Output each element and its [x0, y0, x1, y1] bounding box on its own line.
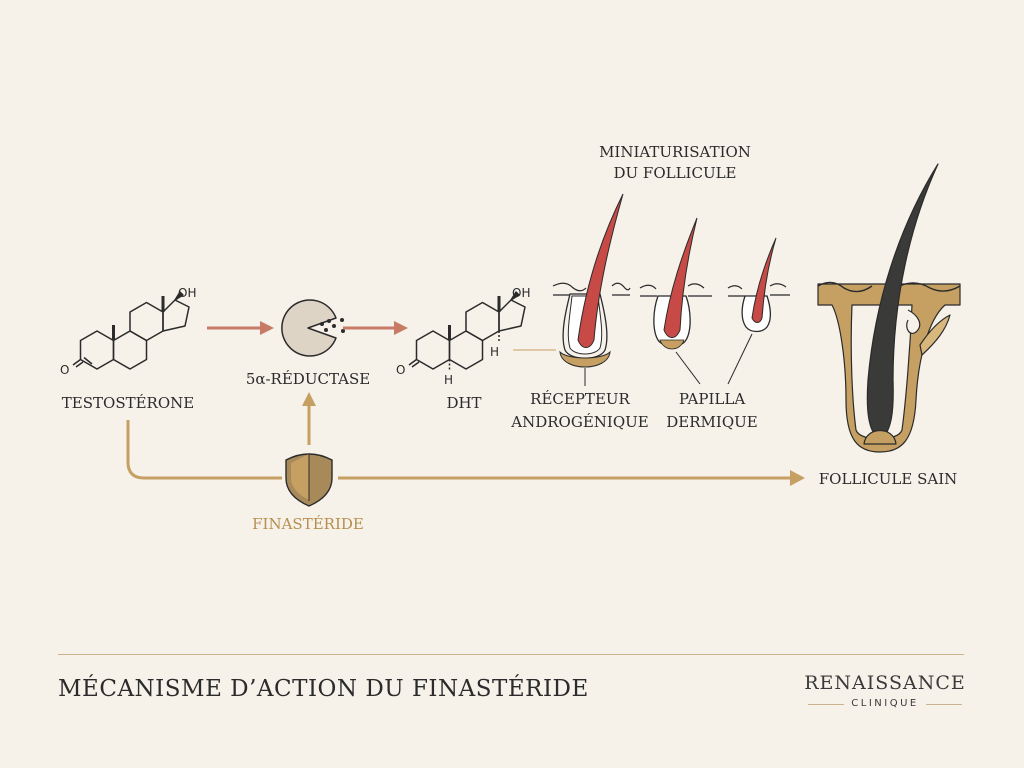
- testosterone-molecule: [72, 291, 190, 370]
- finasteride-arrowhead-up: [302, 392, 316, 406]
- dht-molecule: [408, 291, 526, 370]
- brand-subtitle: CLINIQUE: [800, 698, 970, 709]
- miniaturisation-label-line1: MINIATURISATION: [599, 143, 751, 161]
- brand-rule-right: [926, 704, 962, 705]
- page-title: MÉCANISME D’ACTION DU FINASTÉRIDE: [58, 676, 589, 702]
- mechanism-diagram: O OH TESTOSTÉRONE 5α-RÉDUCTASE O OH H H …: [60, 143, 961, 533]
- dht-label: DHT: [446, 394, 481, 412]
- receptor-label-line2: ANDROGÉNIQUE: [510, 413, 648, 431]
- follicle-large: [559, 193, 624, 368]
- follicle-medium: [653, 217, 698, 350]
- brand-name: RENAISSANCE: [804, 672, 966, 694]
- brand-subtitle-text: CLINIQUE: [851, 698, 919, 709]
- skin-surface: [552, 282, 790, 297]
- reductase-enzyme-icon: [281, 299, 345, 357]
- reductase-label: 5α-RÉDUCTASE: [246, 370, 370, 388]
- footer-divider: [58, 654, 964, 655]
- dht-hydrogen-label-2: H: [444, 373, 453, 387]
- brand-logo: RENAISSANCE CLINIQUE: [800, 672, 970, 709]
- healthy-follicle-label: FOLLICULE SAIN: [819, 470, 958, 488]
- papilla-pointers: [675, 333, 753, 385]
- dht-oxygen-label: O: [396, 363, 405, 377]
- papilla-label-line2: DERMIQUE: [666, 413, 757, 431]
- conversion-arrow-2: [343, 321, 408, 335]
- healthy-follicle: [817, 163, 961, 453]
- brand-rule-left: [808, 704, 844, 705]
- follicle-small: [741, 237, 777, 333]
- dht-hydrogen-label-1: H: [490, 345, 499, 359]
- conversion-arrow-1: [207, 321, 274, 335]
- shield-icon: [285, 453, 333, 507]
- oxygen-atom-label: O: [60, 363, 69, 377]
- finasteride-arrowhead-right: [790, 470, 805, 486]
- papilla-label-line1: PAPILLA: [679, 390, 745, 408]
- receptor-label-line1: RÉCEPTEUR: [530, 390, 630, 408]
- finasteride-pathway: [126, 404, 792, 480]
- miniaturisation-label-line2: DU FOLLICULE: [613, 164, 736, 182]
- finasteride-label: FINASTÉRIDE: [252, 515, 364, 533]
- testosterone-label: TESTOSTÉRONE: [62, 394, 194, 412]
- dht-hydroxyl-label: OH: [512, 286, 530, 300]
- hydroxyl-label: OH: [178, 286, 196, 300]
